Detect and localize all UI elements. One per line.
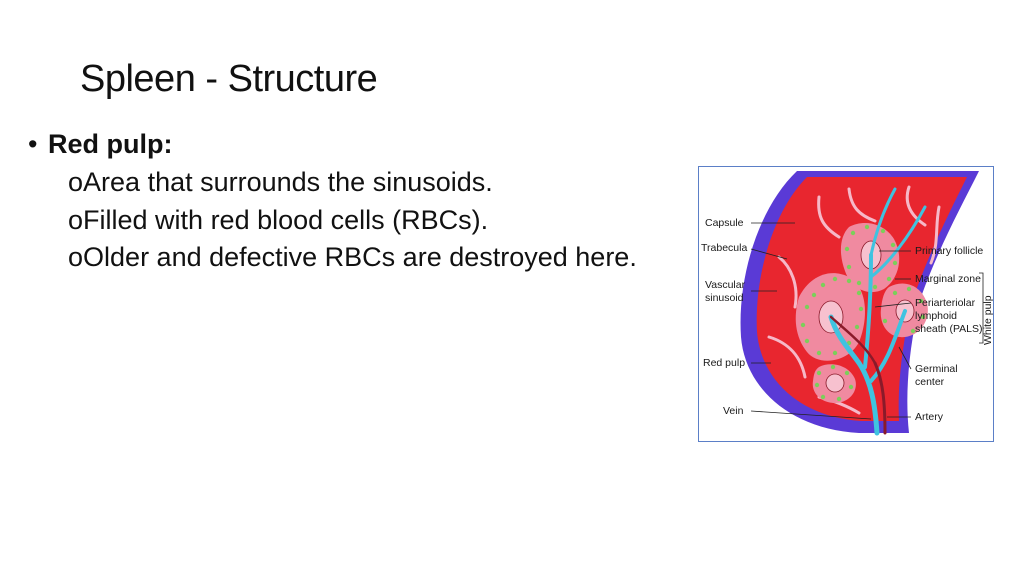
label-capsule: Capsule bbox=[705, 217, 744, 229]
sub-bullet-3: o Older and defective RBCs are destroyed… bbox=[68, 239, 668, 277]
sub-bullet-text: Filled with red blood cells (RBCs). bbox=[83, 204, 489, 235]
sub-bullet-text: Area that surrounds the sinusoids. bbox=[83, 166, 493, 197]
leader-lines bbox=[750, 222, 912, 420]
sub-bullet-marker: o bbox=[68, 204, 84, 235]
label-trabecula: Trabecula bbox=[701, 242, 747, 254]
trabecula-streaks bbox=[767, 185, 941, 415]
label-sheath: sheath (PALS) bbox=[915, 323, 983, 335]
sub-bullet-text: Older and defective RBCs are destroyed h… bbox=[83, 242, 637, 273]
label-red-pulp: Red pulp bbox=[703, 357, 745, 369]
label-artery: Artery bbox=[915, 411, 944, 423]
label-primary-follicle: Primary follicle bbox=[915, 245, 983, 257]
bullet-label: Red pulp: bbox=[48, 129, 173, 159]
label-sinusoid: sinusoid bbox=[705, 292, 744, 304]
label-white-pulp: White pulp bbox=[982, 295, 993, 345]
label-vascular: Vascular bbox=[705, 279, 746, 291]
spleen-diagram-svg: Capsule Trabecula Vascular sinusoid Red … bbox=[701, 171, 993, 436]
label-lymphoid: lymphoid bbox=[915, 310, 957, 322]
bullet-red-pulp: • Red pulp: bbox=[28, 126, 668, 164]
label-marginal-zone: Marginal zone bbox=[915, 273, 981, 285]
sub-bullet-marker: o bbox=[68, 166, 84, 197]
white-pulp-bracket bbox=[979, 272, 984, 344]
sub-bullet-marker: o bbox=[68, 242, 84, 273]
label-vein: Vein bbox=[723, 405, 744, 417]
label-germinal: Germinal bbox=[915, 363, 958, 375]
bullet-list: • Red pulp: o Area that surrounds the si… bbox=[28, 126, 668, 277]
label-periarteriolar: Periarteriolar bbox=[915, 297, 976, 309]
sub-bullet-2: o Filled with red blood cells (RBCs). bbox=[68, 202, 668, 240]
sub-bullet-1: o Area that surrounds the sinusoids. bbox=[68, 164, 668, 202]
bullet-marker: • bbox=[28, 129, 38, 159]
label-center: center bbox=[915, 376, 945, 388]
spleen-diagram: Capsule Trabecula Vascular sinusoid Red … bbox=[698, 166, 994, 442]
blood-vessels bbox=[828, 187, 927, 436]
follicle-dots bbox=[800, 224, 926, 402]
slide-title: Spleen - Structure bbox=[80, 58, 378, 100]
